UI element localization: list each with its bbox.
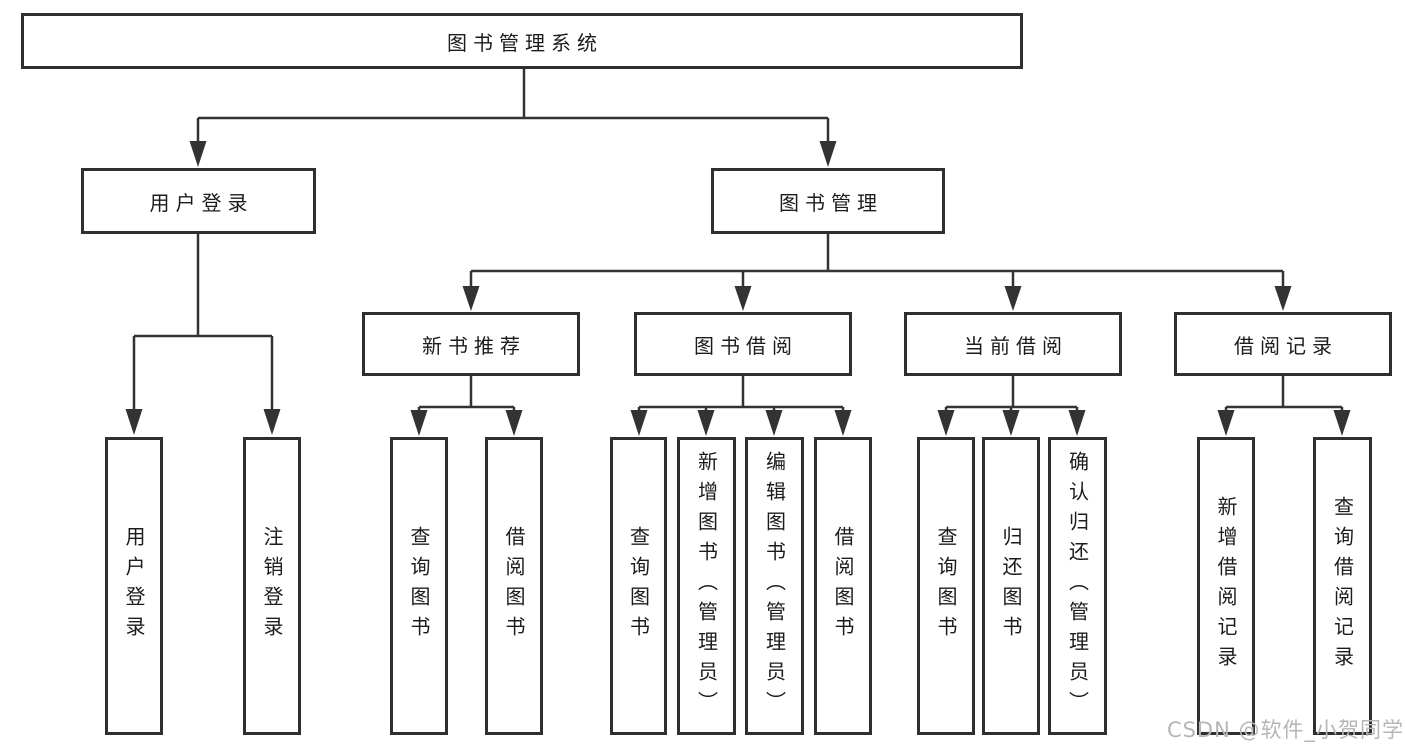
node-borrowing-add-books-admin: 新增图书（管理员） — [677, 437, 736, 735]
node-borrow-records: 借阅记录 — [1174, 312, 1392, 376]
node-borrowing-query-books-label: 查询图书 — [626, 526, 651, 646]
node-borrow-records-label: 借阅记录 — [1234, 333, 1338, 358]
node-borrowing-add-books-admin-label: 新增图书（管理员） — [694, 451, 719, 721]
node-records-query-record-label: 查询借阅记录 — [1330, 496, 1355, 676]
node-book-management-label: 图书管理 — [779, 190, 883, 215]
connector-paths — [132, 69, 1344, 411]
node-book-management: 图书管理 — [711, 168, 945, 234]
node-current-confirm-return-admin: 确认归还（管理员） — [1048, 437, 1107, 735]
node-new-book-recommend-label: 新书推荐 — [422, 333, 526, 358]
node-current-query-books-label: 查询图书 — [934, 526, 958, 646]
node-library-system-label: 图书管理系统 — [447, 30, 603, 55]
node-borrowing-borrow-books-label: 借阅图书 — [831, 526, 855, 646]
node-current-return-books: 归还图书 — [982, 437, 1040, 735]
node-newbooks-borrow-books-label: 借阅图书 — [502, 526, 526, 646]
node-borrowing-query-books: 查询图书 — [610, 437, 667, 735]
csdn-watermark: CSDN @软件_小贺同学 — [1166, 718, 1404, 742]
arrowheads — [125, 141, 1351, 436]
node-records-query-record: 查询借阅记录 — [1313, 437, 1372, 735]
node-new-book-recommend: 新书推荐 — [362, 312, 580, 376]
node-current-borrowing-label: 当前借阅 — [964, 333, 1068, 358]
node-book-borrowing-label: 图书借阅 — [694, 333, 798, 358]
node-borrowing-edit-books-admin: 编辑图书（管理员） — [745, 437, 804, 735]
node-current-query-books: 查询图书 — [917, 437, 975, 735]
node-book-borrowing: 图书借阅 — [634, 312, 852, 376]
node-newbooks-query-books: 查询图书 — [390, 437, 448, 735]
node-newbooks-query-books-label: 查询图书 — [407, 526, 431, 646]
node-user-login-label: 用户登录 — [149, 190, 254, 215]
node-user-login-action: 用户登录 — [105, 437, 163, 735]
node-logout-action: 注销登录 — [243, 437, 301, 735]
node-current-return-books-label: 归还图书 — [999, 526, 1023, 646]
node-records-add-record-label: 新增借阅记录 — [1214, 496, 1238, 676]
node-newbooks-borrow-books: 借阅图书 — [485, 437, 543, 735]
node-borrowing-borrow-books: 借阅图书 — [814, 437, 872, 735]
node-records-add-record: 新增借阅记录 — [1197, 437, 1255, 735]
node-library-system: 图书管理系统 — [21, 13, 1023, 69]
node-current-confirm-return-admin-label: 确认归还（管理员） — [1065, 451, 1090, 721]
node-user-login-action-label: 用户登录 — [122, 526, 146, 646]
node-logout-action-label: 注销登录 — [260, 526, 284, 646]
node-current-borrowing: 当前借阅 — [904, 312, 1122, 376]
node-borrowing-edit-books-admin-label: 编辑图书（管理员） — [762, 451, 787, 721]
node-user-login: 用户登录 — [81, 168, 316, 234]
